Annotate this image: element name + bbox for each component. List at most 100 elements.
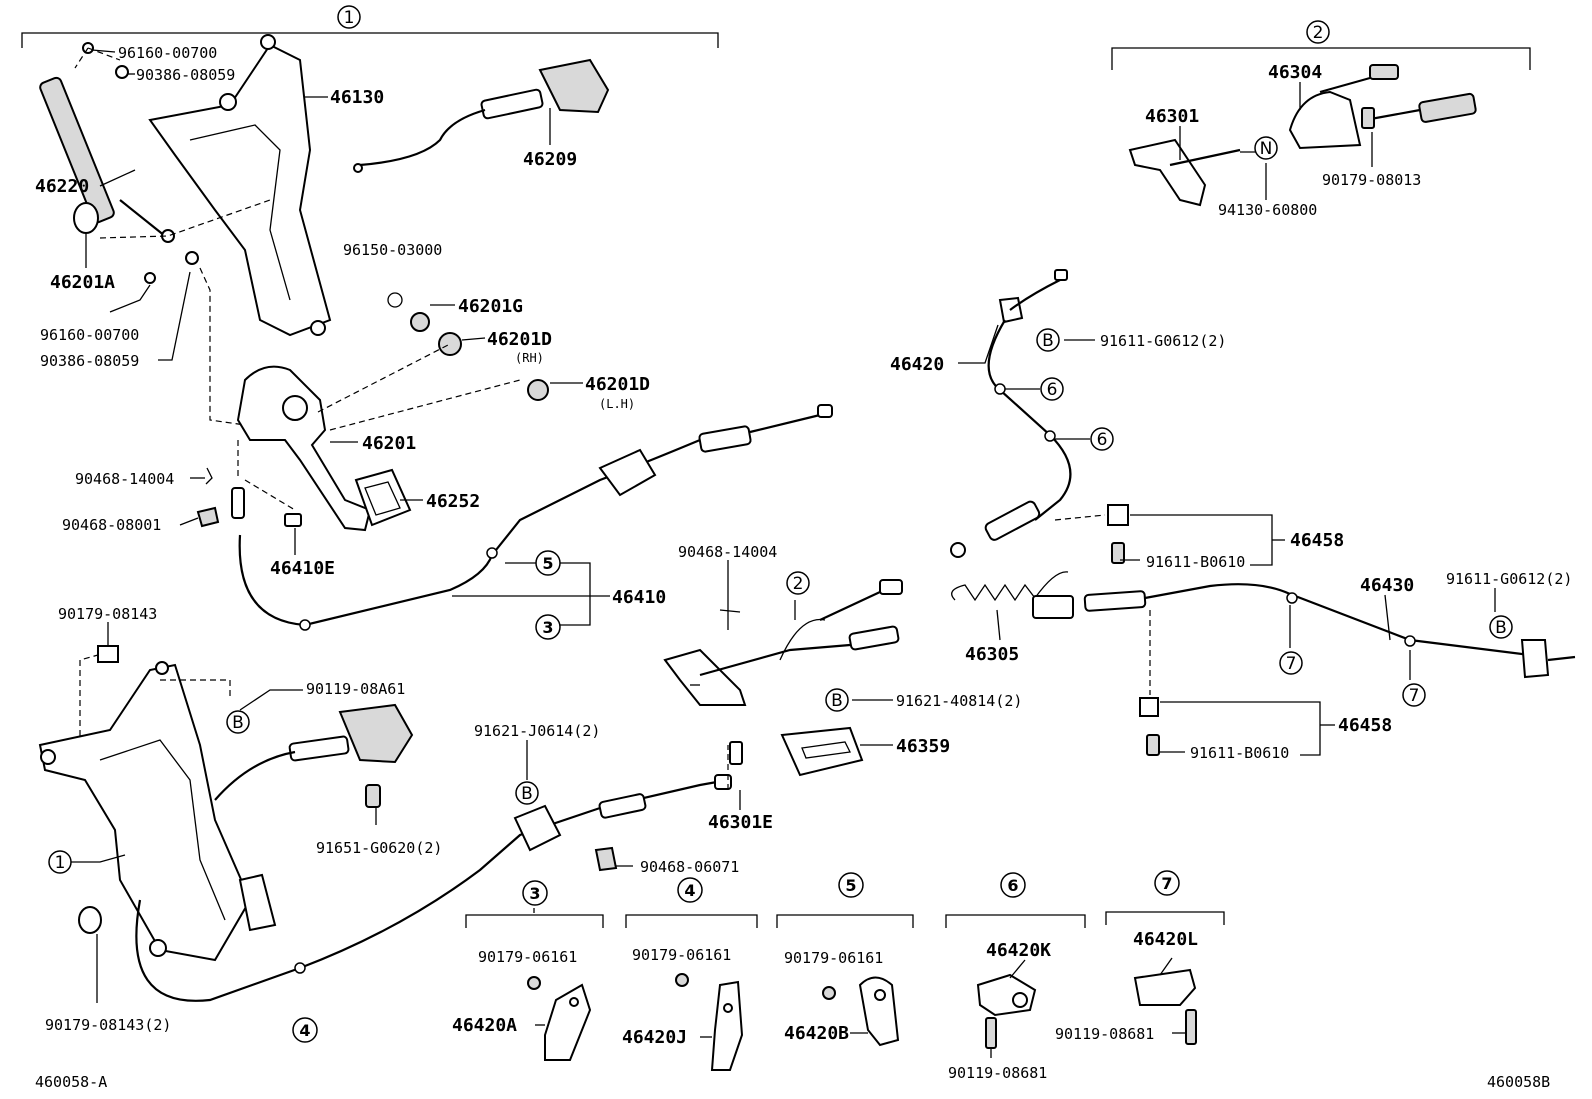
label-46359: 46359 [896,736,950,757]
detail-3-number: 3 [529,884,540,903]
cable-46410 [238,404,833,631]
balloon-B-2: B [1495,618,1507,638]
balloon-N: N [1260,139,1273,159]
bracket-46359 [780,726,864,777]
label-90119-08681-d7: 90119-08681 [1055,1025,1154,1043]
label-46201D-rh: 46201D [487,329,552,350]
cable-marker-6a: 6 [1047,380,1058,400]
label-46430: 46430 [1360,575,1414,596]
label-46201: 46201 [362,433,416,454]
label-90179-06161-d3: 90179-06161 [478,948,577,966]
label-46420J: 46420J [622,1027,687,1048]
label-46420L: 46420L [1133,929,1198,950]
detail-7-bracket: 7 [1105,870,1225,1045]
label-91611-B0610-lower: 91611-B0610 [1190,744,1289,762]
label-91651-G0620: 91651-G0620(2) [316,839,442,857]
label-46420A: 46420A [452,1015,517,1036]
label-96160-00700-bottom: 96160-00700 [40,326,139,344]
label-96160-00700-top: 96160-00700 [118,44,217,62]
cable-marker-7b: 7 [1409,686,1420,706]
label-46410E: 46410E [270,558,335,579]
label-90179-06161-d4: 90179-06161 [632,946,731,964]
label-46458-lower: 46458 [1338,715,1392,736]
label-91611-G0612-right: 91611-G0612(2) [1446,570,1572,588]
pedal-bracket-upper [148,34,332,337]
detail-3-bracket: 3 [465,880,604,1061]
cable-46430 [1032,583,1576,679]
hardware-lower-left [78,609,743,934]
label-46252: 46252 [426,491,480,512]
label-46304: 46304 [1268,62,1322,83]
label-90468-08001: 90468-08001 [62,516,161,534]
label-46420B: 46420B [784,1023,849,1044]
cable-marker-5: 5 [542,554,553,573]
cable-lower-main [135,774,732,1002]
figure-id-left: 460058-A [35,1073,107,1091]
label-46305: 46305 [965,644,1019,665]
label-90468-14004-mid: 90468-14004 [678,543,777,561]
detail-4-number: 4 [684,881,695,900]
detail-5-number: 5 [845,876,856,895]
cable-lower-front [214,703,414,801]
label-46420K: 46420K [986,940,1051,961]
label-46458-upper: 46458 [1290,530,1344,551]
label-90386-08059-top: 90386-08059 [136,66,235,84]
equalizer-top-right [1128,64,1477,207]
detail-6-bracket: 6 [945,872,1086,1049]
detail-5-bracket: 5 [776,872,914,1047]
detail-7-number: 7 [1161,874,1172,893]
label-90119-08A61: 90119-08A61 [306,680,405,698]
spring [951,571,1069,602]
detail-6-number: 6 [1007,876,1018,895]
label-90179-08143: 90179-08143 [58,605,157,623]
cable-46420 [950,269,1072,558]
clips-46458 [1054,504,1160,756]
balloon-B-4: B [521,784,533,804]
label-46220: 46220 [35,176,89,197]
shock-absorber [39,76,171,241]
cable-marker-2: 2 [793,574,804,594]
label-46420: 46420 [890,354,944,375]
label-46301E: 46301E [708,812,773,833]
group-2-number: 2 [1313,23,1324,43]
pedal-bracket-lower [38,661,277,962]
figure-id-right: 460058B [1487,1073,1550,1091]
label-rh: (RH) [515,351,544,365]
label-91621-40814: 91621-40814(2) [896,692,1022,710]
label-90468-14004-left: 90468-14004 [75,470,174,488]
figure-ids: 460058-A 460058B [35,1073,1550,1091]
label-90386-08059-bottom: 90386-08059 [40,352,139,370]
label-46201G: 46201G [458,296,523,317]
label-94130-60800: 94130-60800 [1218,201,1317,219]
balloons: B B B B B N 6 6 5 3 2 7 7 4 1 [48,136,1513,1043]
label-46301: 46301 [1145,106,1199,127]
label-90179-06161-d5: 90179-06161 [784,949,883,967]
detail-4-bracket: 4 [625,877,758,1071]
cable-marker-4: 4 [299,1021,310,1040]
label-46201D-lh: 46201D [585,374,650,395]
label-46201A: 46201A [50,272,115,293]
label-46410: 46410 [612,587,666,608]
label-91621-J0614: 91621-J0614(2) [474,722,600,740]
label-96150-03000: 96150-03000 [343,241,442,259]
label-90468-06071: 90468-06071 [640,858,739,876]
part-labels: 96160-00700 90386-08059 46130 46209 4622… [35,44,1572,1082]
cable-46209 [353,58,610,173]
group-1-number: 1 [344,8,355,28]
small-hardware-top [73,42,549,401]
cable-marker-3: 3 [542,618,553,637]
cable-marker-7a: 7 [1286,654,1297,674]
equalizer-middle [663,579,903,706]
label-90179-08013: 90179-08013 [1322,171,1421,189]
label-90179-08143-2: 90179-08143(2) [45,1016,171,1034]
label-lh: (L.H) [599,397,635,411]
label-91611-G0612-upper: 91611-G0612(2) [1100,332,1226,350]
label-90119-08681-d6: 90119-08681 [948,1064,1047,1082]
cable-marker-6b: 6 [1097,430,1108,450]
label-46130: 46130 [330,87,384,108]
clips-under-pedal [196,467,302,528]
group-1-bracket: 1 [21,5,719,48]
balloon-B-5: B [232,713,244,733]
